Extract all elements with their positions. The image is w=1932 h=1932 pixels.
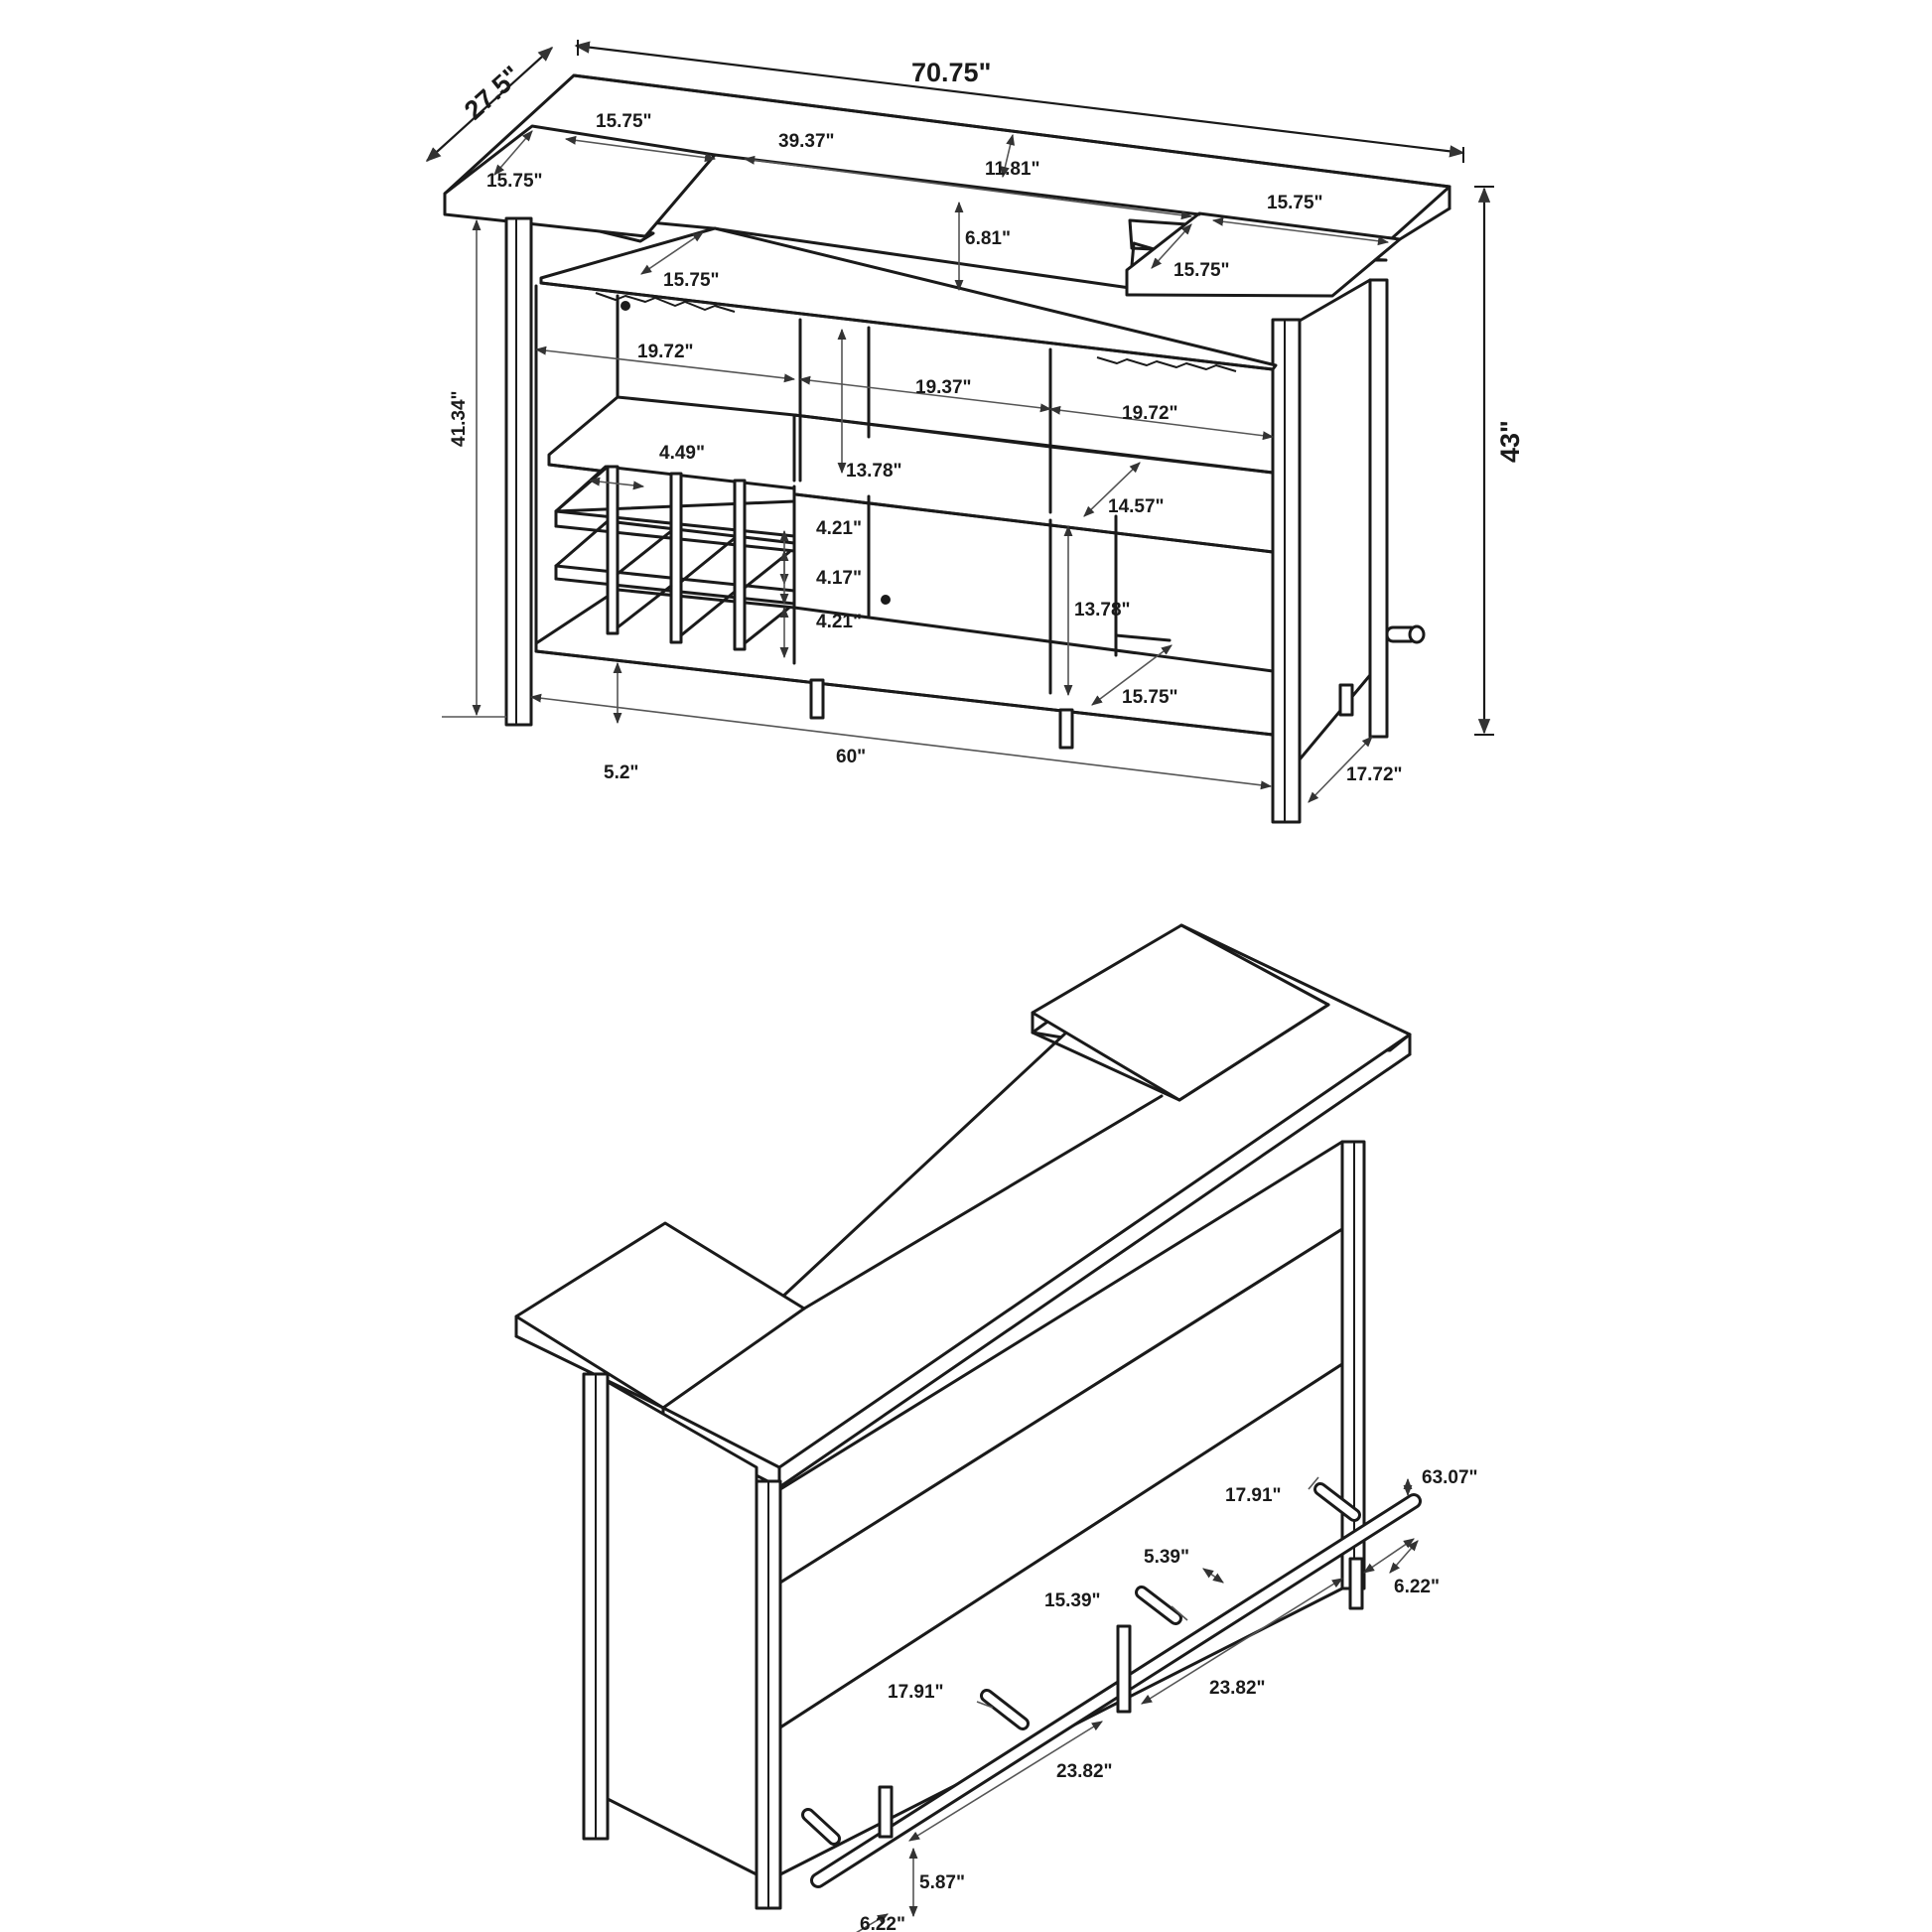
label-wine-row-1: 4.21" — [816, 518, 862, 539]
label-wine-row-2: 4.17" — [816, 568, 862, 589]
lower-shelf — [534, 588, 1275, 737]
label-bay-mid-width: 19.37" — [915, 377, 972, 398]
label-floor-clearance: 5.2" — [604, 762, 638, 783]
label-height-overall: 43" — [1495, 420, 1525, 463]
right-foot — [1058, 708, 1074, 750]
label-upper-recess: 6.81" — [965, 228, 1011, 249]
label-bottom-shelf-depth: 15.75" — [1122, 687, 1178, 708]
right-front-leg — [1271, 318, 1302, 824]
label-top-left-wing-depth: 15.75" — [486, 171, 543, 192]
back-view: 63.07" 17.91" 5.39" 15.39" 17.91" 23.82"… — [514, 923, 1478, 1932]
label-rail-offset-back: 17.91" — [1225, 1485, 1282, 1506]
label-rail-segment-mid: 15.39" — [1044, 1590, 1101, 1611]
label-leg-spacing-right: 23.82" — [1209, 1678, 1266, 1699]
side-panel — [1298, 278, 1372, 761]
glass-rack-left — [595, 292, 736, 313]
label-rail-standoff: 5.39" — [1144, 1547, 1189, 1568]
label-width-overall: 70.75" — [911, 58, 991, 87]
label-lower-right-height: 13.78" — [1074, 600, 1131, 621]
label-top-right-wing-depth: 15.75" — [1173, 260, 1230, 281]
label-upper-shelf-depth: 15.75" — [663, 270, 720, 291]
label-bay-right-width: 19.72" — [1122, 403, 1178, 424]
left-leg — [504, 216, 533, 727]
label-rail-offset-front: 17.91" — [888, 1682, 944, 1703]
label-top-left-wing-width: 15.75" — [596, 111, 652, 132]
label-top-center-depth: 11.81" — [985, 159, 1040, 180]
label-leg-spacing-left: 23.82" — [1056, 1761, 1113, 1782]
label-rail-length: 63.07" — [1422, 1467, 1478, 1488]
label-top-right-wing-width: 15.75" — [1267, 193, 1323, 213]
label-bay-right-depth: 14.57" — [1108, 496, 1165, 517]
back-side-panel — [606, 1380, 759, 1876]
glass-rack-right — [1096, 356, 1237, 372]
label-rail-height: 5.87" — [919, 1872, 965, 1893]
label-bay-mid-height: 13.78" — [846, 461, 902, 482]
label-base-length: 60" — [836, 747, 866, 767]
label-top-center: 39.37" — [778, 131, 835, 152]
right-back-leg — [1368, 278, 1389, 739]
label-depth-overall: 27.5" — [459, 60, 527, 125]
label-wine-cell-width: 4.49" — [659, 443, 705, 464]
label-leg-offset-left: 6.22" — [860, 1914, 905, 1932]
label-wine-row-3: 4.21" — [816, 612, 862, 632]
label-height-side: 41.34" — [449, 390, 470, 447]
center-foot — [809, 678, 825, 720]
label-side-depth: 17.72" — [1346, 764, 1403, 785]
front-view: 70.75" 27.5" 43" 41.34" 15.75" 15.75" 39… — [425, 40, 1525, 824]
label-leg-offset-right: 6.22" — [1394, 1577, 1440, 1597]
label-bay-left-width: 19.72" — [637, 342, 694, 362]
